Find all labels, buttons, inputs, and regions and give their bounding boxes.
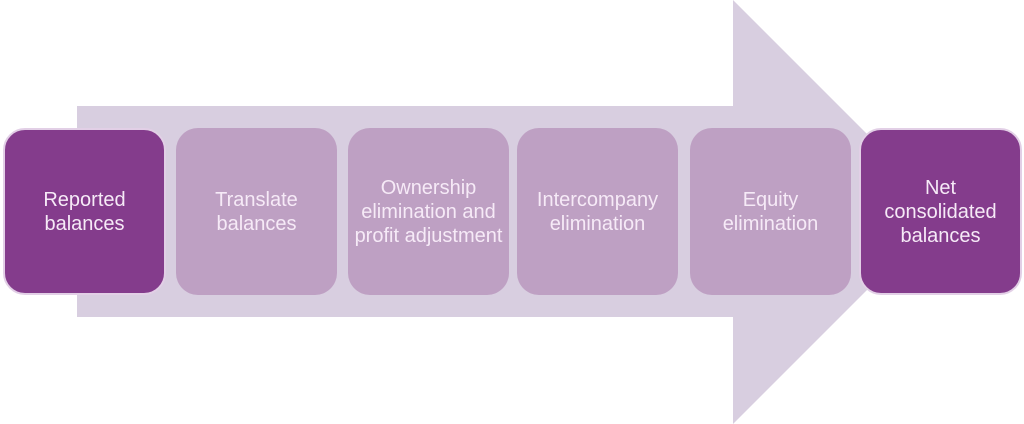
arrow-shape <box>77 0 945 424</box>
step-label: Equity elimination <box>722 188 819 235</box>
step-label: Reported balances <box>43 188 126 235</box>
step-reported-balances: Reported balances <box>3 128 166 295</box>
step-translate-balances: Translate balances <box>176 128 337 295</box>
step-net-consolidated-balances: Net consolidated balances <box>859 128 1022 295</box>
step-label: Net consolidated balances <box>884 176 997 247</box>
step-label: Intercompany elimination <box>536 188 659 235</box>
step-label: Ownership elimination and profit adjustm… <box>354 176 503 247</box>
step-ownership-elimination: Ownership elimination and profit adjustm… <box>348 128 509 295</box>
step-intercompany-elimination: Intercompany elimination <box>517 128 678 295</box>
step-label: Translate balances <box>215 188 298 235</box>
step-equity-elimination: Equity elimination <box>690 128 851 295</box>
